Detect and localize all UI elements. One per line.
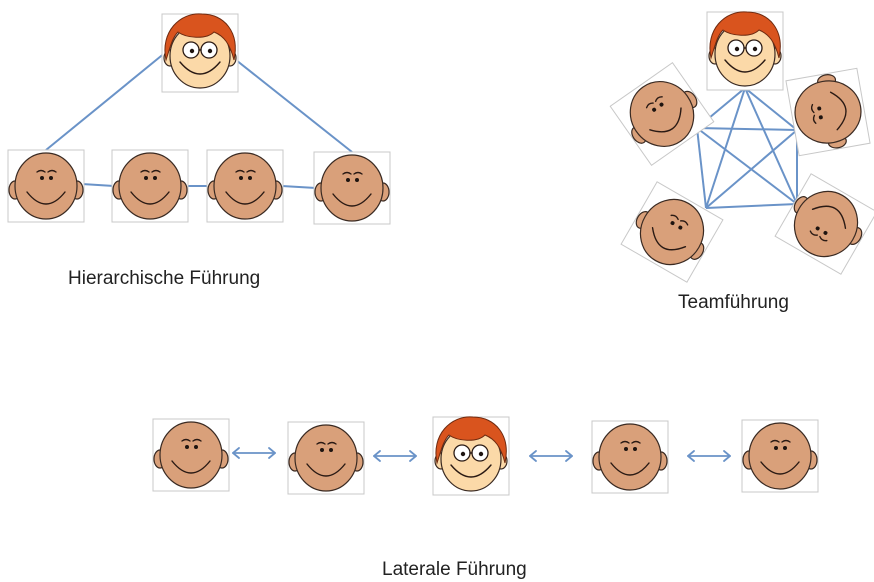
member-face-icon xyxy=(609,62,715,166)
hierarchy-link-right xyxy=(235,59,353,153)
leader-face-icon xyxy=(161,13,239,93)
member-face-icon xyxy=(7,149,85,223)
member-face-icon xyxy=(591,420,669,494)
member-face-icon xyxy=(741,419,819,493)
team-link xyxy=(705,129,798,209)
hierarchical-connectors xyxy=(45,51,353,189)
peer-link-3 xyxy=(281,185,317,189)
double-arrow-icon xyxy=(232,447,276,459)
team-label: Teamführung xyxy=(678,292,789,313)
team-link xyxy=(705,87,746,209)
team-link xyxy=(696,127,798,205)
team-link xyxy=(696,127,707,209)
double-arrow-icon xyxy=(373,450,417,462)
team-link xyxy=(696,127,798,131)
member-face-icon xyxy=(152,418,230,492)
hierarchical-label: Hierarchische Führung xyxy=(68,268,260,289)
member-face-icon xyxy=(785,67,871,157)
member-face-icon xyxy=(287,421,365,495)
hierarchical-group: Hierarchische Führung xyxy=(7,13,391,289)
hierarchy-link-left xyxy=(45,51,167,151)
lateral-group: Laterale Führung xyxy=(152,416,819,580)
lateral-label: Laterale Führung xyxy=(382,559,527,580)
leader-face-icon xyxy=(706,11,784,91)
member-face-icon xyxy=(206,149,284,223)
team-connectors xyxy=(696,87,798,209)
leader-face-icon xyxy=(432,416,510,496)
team-link xyxy=(744,87,798,205)
member-face-icon xyxy=(620,181,724,283)
team-link xyxy=(705,203,798,209)
team-link xyxy=(744,87,798,131)
team-group: Teamführung xyxy=(609,11,874,313)
double-arrow-icon xyxy=(687,450,731,462)
member-face-icon xyxy=(313,151,391,225)
double-arrow-icon xyxy=(529,450,573,462)
member-face-icon xyxy=(111,149,189,223)
peer-link-1 xyxy=(81,183,115,187)
